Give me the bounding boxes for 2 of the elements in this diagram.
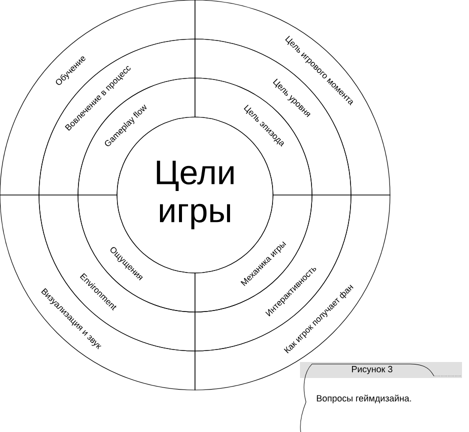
caption: Вопросы геймдизайна. [316,394,411,404]
figure-number: Рисунок 3 [352,366,392,374]
